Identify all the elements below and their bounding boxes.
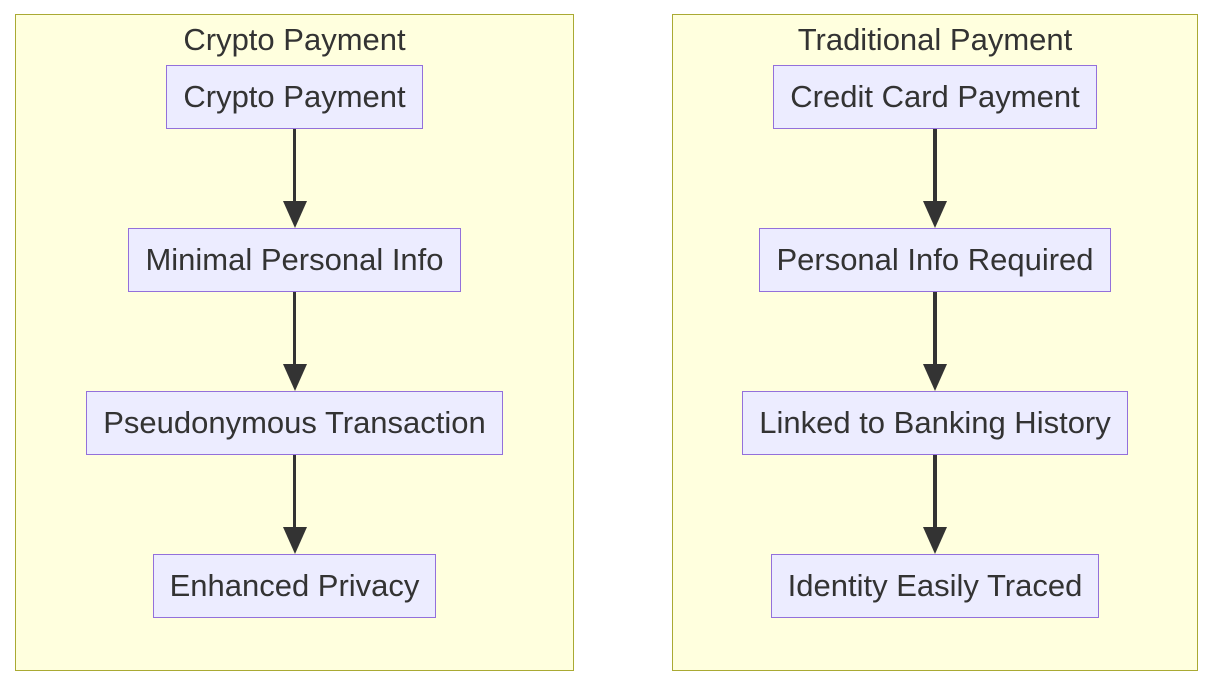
arrow-line — [933, 292, 937, 365]
cluster-traditional-payment: Traditional Payment Credit Card Payment … — [672, 14, 1198, 671]
cluster-title: Crypto Payment — [183, 22, 406, 57]
flow-node: Credit Card Payment — [773, 65, 1097, 129]
flow-arrow — [282, 129, 307, 228]
cluster-title: Traditional Payment — [797, 22, 1073, 57]
flow-node: Pseudonymous Transaction — [86, 391, 503, 455]
arrow-line — [933, 129, 937, 202]
flow-arrow — [282, 292, 307, 391]
flow-node: Linked to Banking History — [742, 391, 1128, 455]
flow-node: Identity Easily Traced — [770, 554, 1100, 618]
flow-column: Crypto Payment Minimal Personal Info Pse… — [16, 65, 573, 618]
flow-node: Minimal Personal Info — [128, 228, 461, 292]
arrowhead-down-icon — [282, 364, 307, 391]
arrow-line — [292, 455, 297, 528]
arrow-line — [292, 292, 297, 365]
flow-arrow — [282, 455, 307, 554]
cluster-crypto-payment: Crypto Payment Crypto Payment Minimal Pe… — [15, 14, 574, 671]
flow-node: Crypto Payment — [166, 65, 423, 129]
flow-arrow — [923, 292, 947, 391]
flow-node: Personal Info Required — [759, 228, 1111, 292]
arrowhead-down-icon — [282, 201, 307, 228]
arrowhead-down-icon — [923, 201, 947, 228]
flow-arrow — [923, 455, 947, 554]
arrow-line — [933, 455, 937, 528]
arrowhead-down-icon — [923, 364, 947, 391]
flow-column: Credit Card Payment Personal Info Requir… — [673, 65, 1197, 618]
arrow-line — [292, 129, 297, 202]
flow-arrow — [923, 129, 947, 228]
arrowhead-down-icon — [923, 527, 947, 554]
arrowhead-down-icon — [282, 527, 307, 554]
flow-node: Enhanced Privacy — [152, 554, 437, 618]
